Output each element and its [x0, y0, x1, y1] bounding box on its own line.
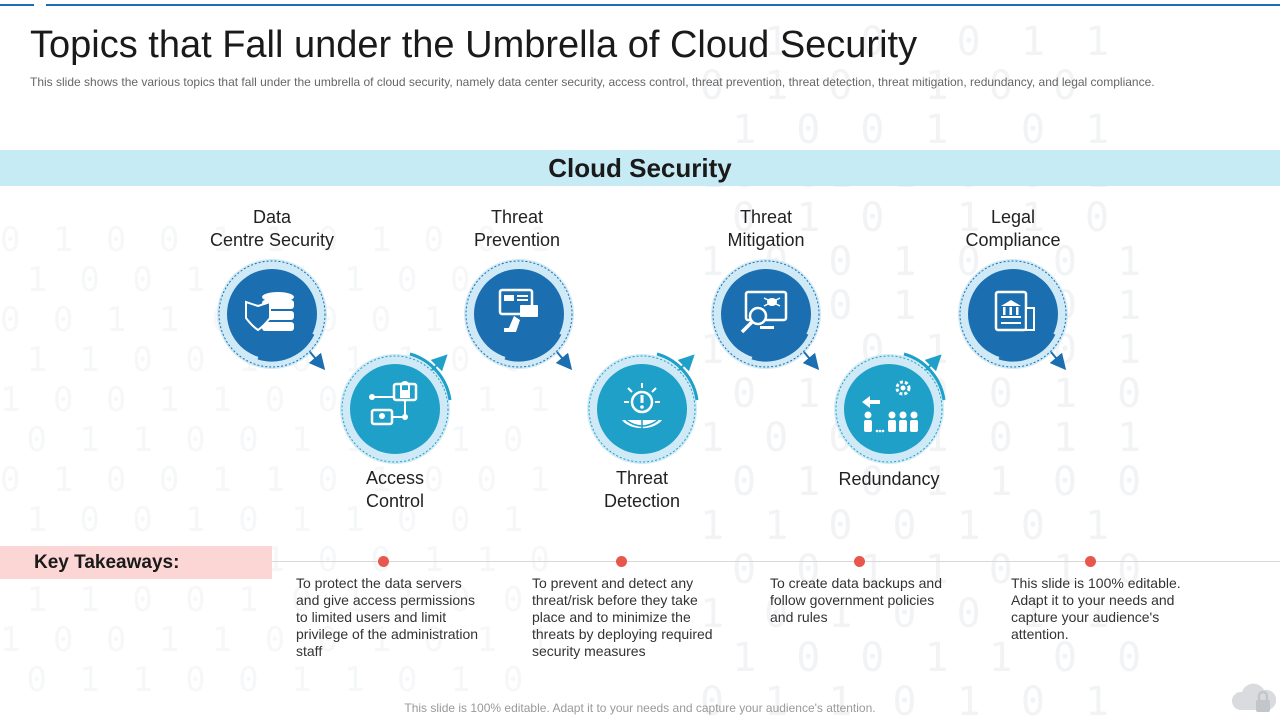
page-subtitle: This slide shows the various topics that… [30, 75, 1155, 89]
topic-label-line: Mitigation [727, 230, 805, 250]
topic-label-line: Redundancy [838, 469, 940, 489]
topic-node-legal-compliance [958, 259, 1068, 371]
banner-label: Cloud Security [548, 153, 732, 183]
cloud-security-banner: Cloud Security [0, 150, 1280, 186]
topic-label-threat-mitigation: Threat Mitigation [666, 206, 866, 252]
topic-node-threat-detection [587, 352, 699, 464]
footer-note: This slide is 100% editable. Adapt it to… [404, 701, 876, 715]
top-accent-short [0, 4, 34, 6]
topic-label-line: Threat [615, 468, 669, 488]
topic-label-access-control: Access Control [295, 467, 495, 513]
takeaway-dot [1085, 556, 1096, 567]
topic-label-line: Prevention [473, 230, 561, 250]
topic-label-redundancy: Redundancy [789, 468, 989, 491]
takeaway-item: This slide is 100% editable. Adapt it to… [1011, 575, 1181, 642]
topic-label-line: Compliance [965, 230, 1061, 250]
court-document-icon [994, 290, 1035, 332]
topic-label-line: Access [365, 468, 425, 488]
topic-label-line: Legal [990, 207, 1036, 227]
topic-label-line: Control [365, 491, 425, 511]
takeaway-dot [854, 556, 865, 567]
topic-label-line: Threat [739, 207, 793, 227]
topic-label-threat-prevention: Threat Prevention [417, 206, 617, 252]
globe-alert-icon [622, 383, 662, 432]
topic-label-line: Data [252, 207, 292, 227]
cloud-lock-icon [1232, 683, 1276, 712]
takeaway-item: To prevent and detect any threat/risk be… [532, 575, 713, 659]
takeaway-item: To create data backups and follow govern… [770, 575, 943, 625]
topic-label-data-centre-security: Data Centre Security [172, 206, 372, 252]
topic-label-legal-compliance: Legal Compliance [913, 206, 1113, 252]
takeaway-item: To protect the data servers and give acc… [296, 575, 479, 659]
database-shield-icon [245, 292, 294, 332]
browser-hand-icon [498, 288, 538, 332]
topic-node-threat-prevention [464, 259, 574, 371]
network-lock-icon [369, 381, 418, 426]
topic-label-line: Centre Security [209, 230, 335, 250]
monitor-bug-icon [740, 290, 788, 334]
key-takeaways-label: Key Takeaways: [34, 552, 180, 573]
top-accent-line [46, 4, 1280, 6]
topic-node-data-centre-security [217, 259, 327, 371]
team-gear-icon [862, 380, 918, 433]
takeaway-dot [616, 556, 627, 567]
topic-label-line: Threat [490, 207, 544, 227]
topic-node-access-control [340, 352, 452, 464]
topic-node-redundancy [834, 352, 946, 464]
takeaways-timeline [272, 561, 1280, 562]
topic-label-threat-detection: Threat Detection [542, 467, 742, 513]
page-title: Topics that Fall under the Umbrella of C… [30, 24, 918, 66]
takeaway-dot [378, 556, 389, 567]
topic-label-line: Detection [603, 491, 681, 511]
key-takeaways-header: Key Takeaways: [0, 546, 272, 579]
topic-node-threat-mitigation [711, 259, 821, 371]
